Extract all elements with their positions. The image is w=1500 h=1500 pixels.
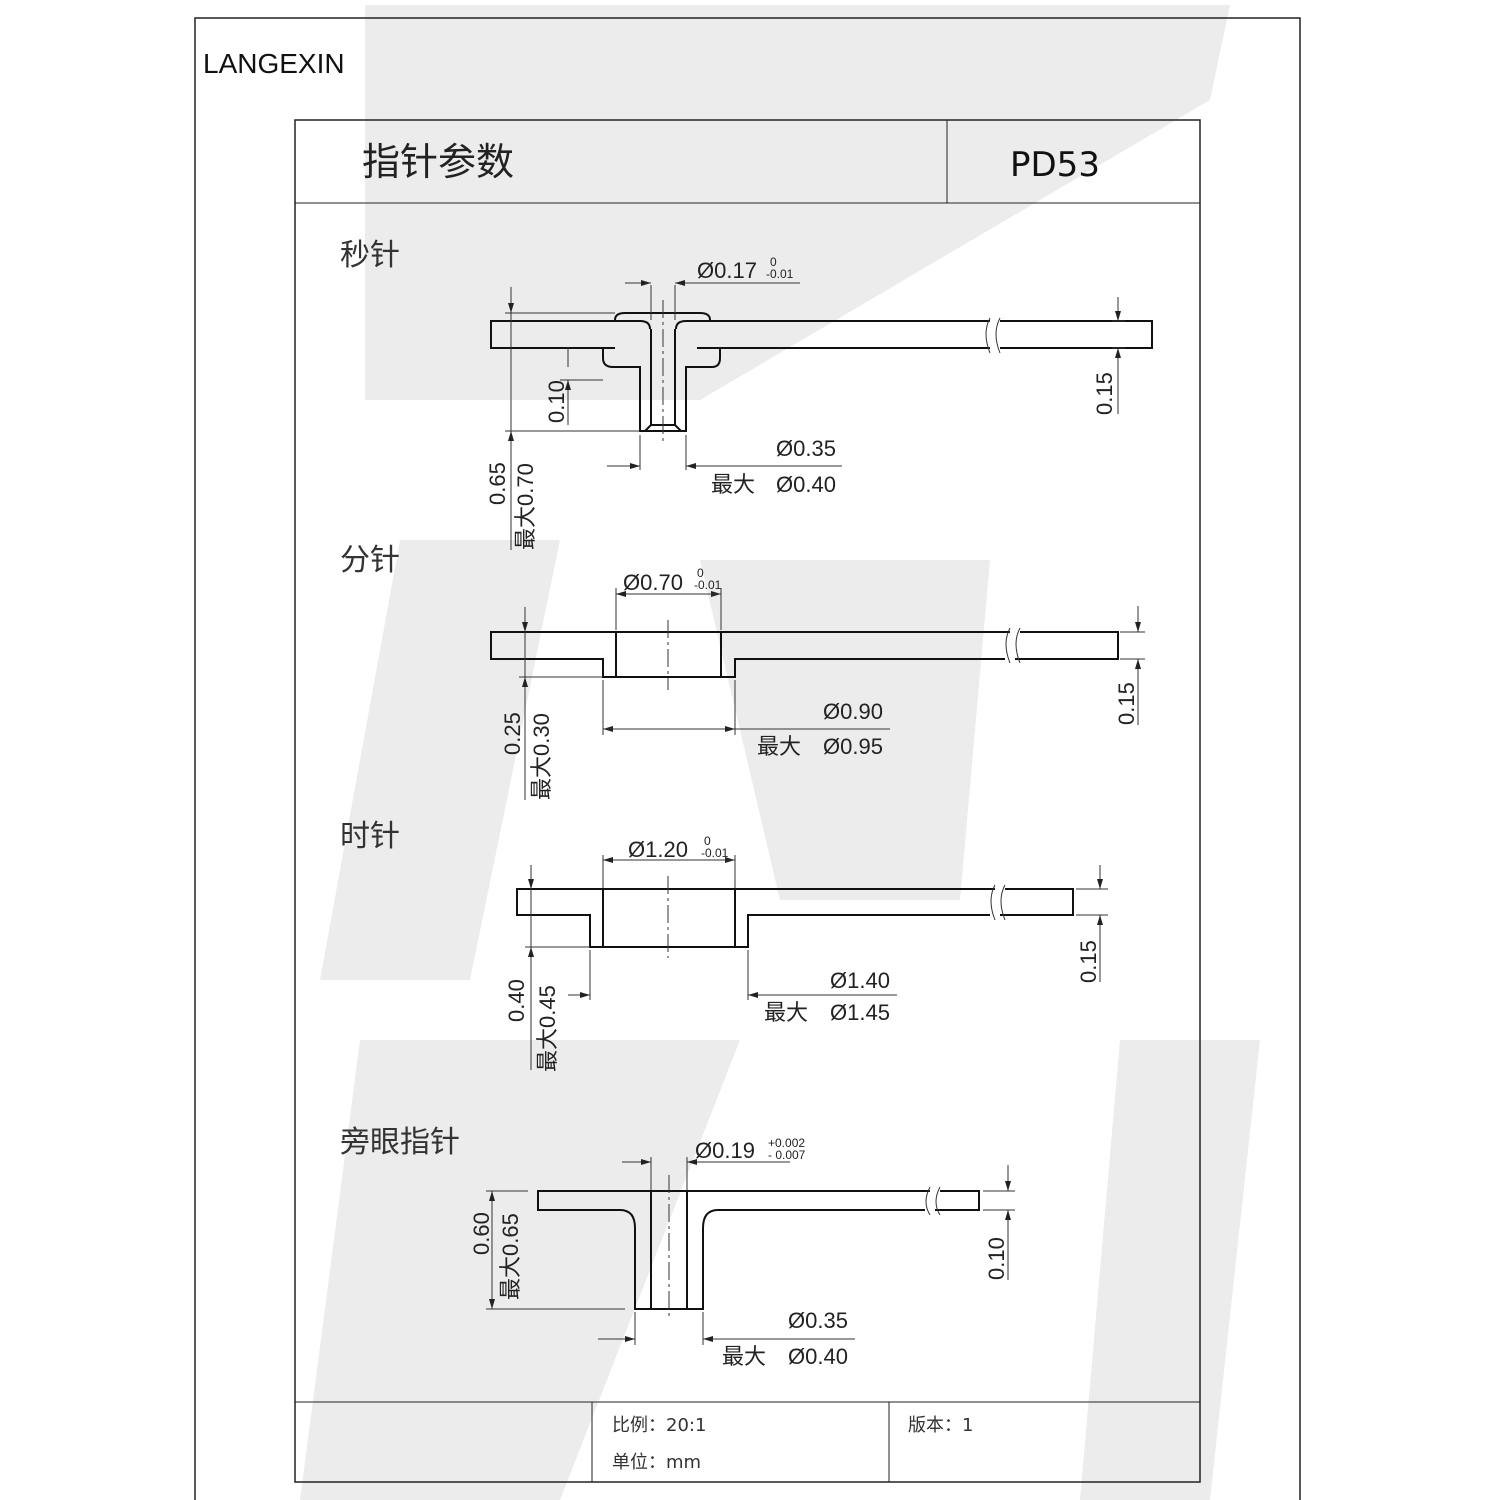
svg-text:0: 0 — [704, 834, 711, 848]
svg-text:0.25: 0.25 — [500, 712, 525, 755]
model-number: PD53 — [1010, 145, 1100, 185]
svg-text:0: 0 — [697, 566, 704, 580]
svg-text:-0.01: -0.01 — [766, 267, 794, 281]
svg-text:最大0.70: 最大0.70 — [513, 463, 538, 550]
svg-text:0.10: 0.10 — [984, 1237, 1009, 1280]
svg-text:最大0.65: 最大0.65 — [498, 1213, 523, 1300]
second-hand-drawing: 秒针 Ø0.17 0 -0.01 Ø0.35 最大 Ø0.40 0.65 最大0… — [340, 238, 1153, 550]
version-label: 版本：1 — [908, 1415, 973, 1436]
hour-hand-drawing: 时针 Ø1.20 0 -0.01 Ø1.40 最大 Ø1.45 0.40 最大0… — [340, 819, 1108, 1072]
svg-text:0.60: 0.60 — [469, 1212, 494, 1255]
sheet-frame — [194, 17, 1301, 1500]
svg-text:Ø0.17: Ø0.17 — [697, 258, 757, 283]
svg-text:Ø0.40: Ø0.40 — [788, 1344, 848, 1369]
unit-label: 单位：mm — [612, 1452, 701, 1473]
svg-text:Ø0.35: Ø0.35 — [776, 436, 836, 461]
svg-text:最大0.30: 最大0.30 — [529, 713, 554, 800]
svg-text:0.10: 0.10 — [544, 380, 569, 423]
svg-text:最大: 最大 — [722, 1344, 766, 1369]
svg-text:0.15: 0.15 — [1114, 682, 1139, 725]
svg-text:Ø1.45: Ø1.45 — [830, 1000, 890, 1025]
svg-text:0.15: 0.15 — [1076, 940, 1101, 983]
svg-text:+0.002: +0.002 — [768, 1136, 805, 1150]
svg-text:-0.01: -0.01 — [694, 578, 722, 592]
svg-text:0.15: 0.15 — [1092, 372, 1117, 415]
scale-label: 比例：20:1 — [612, 1415, 706, 1436]
svg-text:最大: 最大 — [711, 472, 755, 497]
svg-text:- 0.007: - 0.007 — [768, 1148, 806, 1162]
brand-name: LANGEXIN — [203, 48, 345, 79]
svg-text:0.40: 0.40 — [504, 979, 529, 1022]
svg-text:Ø0.40: Ø0.40 — [776, 472, 836, 497]
svg-text:Ø0.19: Ø0.19 — [695, 1138, 755, 1163]
subdial-hand-drawing: 旁眼指针 Ø0.19 +0.002 - 0.007 Ø0.35 最大 Ø0.40… — [340, 1125, 1015, 1369]
svg-text:0.65: 0.65 — [485, 462, 510, 505]
section-label: 分针 — [340, 543, 400, 578]
minute-hand-drawing: 分针 Ø0.70 0 -0.01 Ø0.90 最大 Ø0.95 0.25 最大0… — [340, 543, 1145, 800]
section-label: 秒针 — [340, 238, 400, 273]
page-title: 指针参数 — [362, 140, 514, 184]
svg-text:最大0.45: 最大0.45 — [535, 985, 560, 1072]
svg-text:Ø0.70: Ø0.70 — [623, 570, 683, 595]
svg-text:-0.01: -0.01 — [701, 846, 729, 860]
svg-text:0: 0 — [770, 255, 777, 269]
svg-text:Ø1.20: Ø1.20 — [628, 837, 688, 862]
svg-text:Ø0.90: Ø0.90 — [823, 699, 883, 724]
svg-text:Ø1.40: Ø1.40 — [830, 968, 890, 993]
svg-text:最大: 最大 — [757, 734, 801, 759]
svg-text:最大: 最大 — [764, 1000, 808, 1025]
section-label: 时针 — [340, 819, 400, 854]
section-label: 旁眼指针 — [340, 1125, 460, 1160]
svg-text:Ø0.35: Ø0.35 — [788, 1308, 848, 1333]
svg-text:Ø0.95: Ø0.95 — [823, 734, 883, 759]
